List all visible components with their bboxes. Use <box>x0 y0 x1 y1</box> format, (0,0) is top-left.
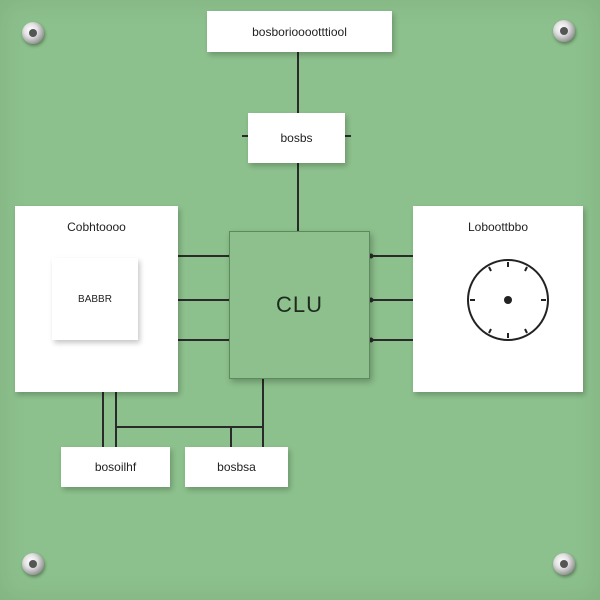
screw-icon <box>553 20 575 42</box>
bottom-right-box: bosbsa <box>185 447 288 487</box>
dial-ticks <box>470 262 546 338</box>
left-panel-title: Cobhtoooo <box>67 220 126 234</box>
right-panel-title: Loboottbbo <box>467 220 529 234</box>
second-box: bosbs <box>248 113 345 163</box>
bottom-left-box: bosoilhf <box>61 447 170 487</box>
bottom-right-label: bosbsa <box>217 460 256 474</box>
second-box-label: bosbs <box>280 131 313 145</box>
cpu-chip: CLU <box>229 231 370 379</box>
top-box: bosboriooootttiool <box>207 11 392 52</box>
left-inner-box: BABBR <box>52 258 138 340</box>
screw-icon <box>22 22 44 44</box>
screw-icon <box>553 553 575 575</box>
bottom-left-label: bosoilhf <box>94 460 137 474</box>
screw-icon <box>22 553 44 575</box>
top-box-label: bosboriooootttiool <box>252 24 347 39</box>
left-inner-label: BABBR <box>78 293 112 305</box>
dial-icon <box>467 259 549 341</box>
cpu-label: CLU <box>275 292 323 317</box>
left-panel: Cobhtoooo BABBR <box>15 206 178 392</box>
